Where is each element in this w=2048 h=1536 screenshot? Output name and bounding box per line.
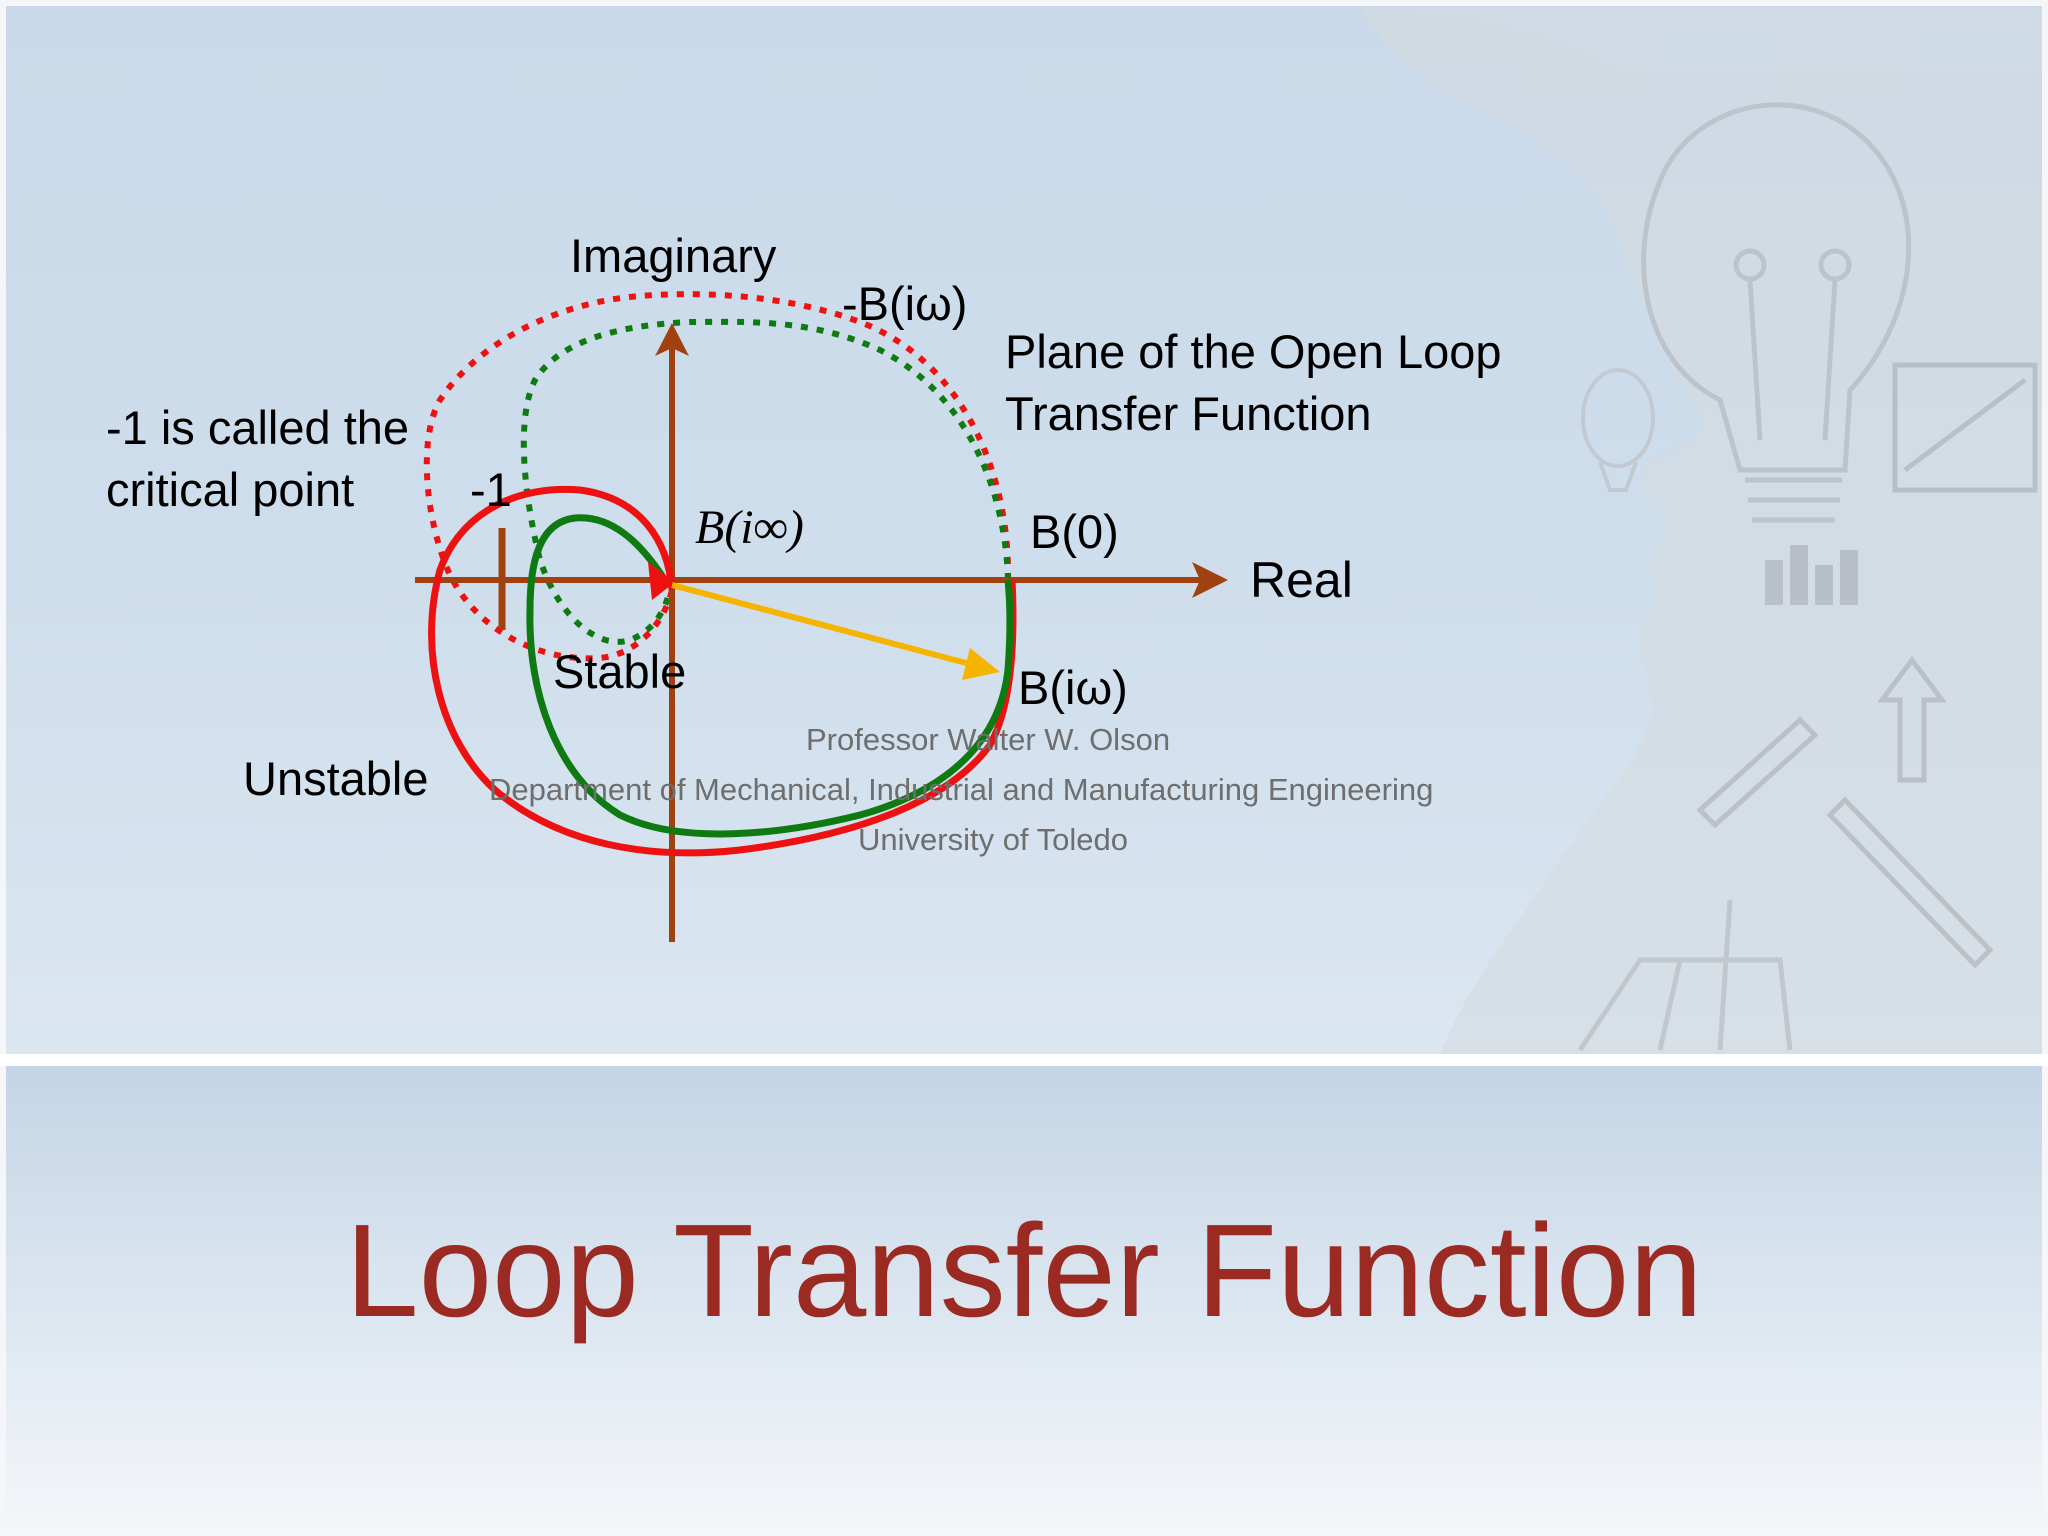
credit-department: Department of Mechanical, Industrial and… [489,772,1434,807]
notepad-icon [1892,362,2038,493]
unstable-label: Unstable [243,752,429,805]
imaginary-axis-arrowhead [655,323,689,356]
minus-one-label: -1 [470,463,512,516]
stable-mirror-curve [520,318,1011,645]
critical-note-line2: critical point [106,463,355,516]
real-axis-label: Real [1250,552,1353,608]
real-axis-arrowhead [1192,562,1228,598]
title-panel [6,1066,2042,1530]
sketch-frame-icon [1577,899,1793,1052]
light-bulb-icon [1641,102,1912,523]
arrow-up-icon [1877,655,1947,783]
b-omega-vector-arrowhead [962,648,1000,680]
imaginary-axis-label: Imaginary [570,229,777,282]
unstable-curve [428,485,1017,857]
plane-label-line1: Plane of the Open Loop [1005,325,1502,378]
b-omega-vector [671,582,986,671]
credit-professor: Professor Walter W. Olson [806,722,1171,757]
head-silhouette [1360,8,2042,1054]
hot-air-balloon-icon [1581,368,1655,492]
head-silhouette-inner [1355,8,2042,70]
b-omega-label: B(iω) [1018,661,1128,714]
stable-curve [526,514,1014,838]
neg-b-omega-label: -B(iω) [842,277,968,330]
bar-chart-icon [1765,545,1858,605]
credit-university: University of Toledo [858,822,1128,857]
pencil-icon [1696,716,1994,969]
critical-note-line1: -1 is called the [106,401,410,454]
slide-title: Loop Transfer Function [345,1197,1703,1344]
unstable-mirror-curve [423,291,1012,662]
b-infinity-arrowhead [648,562,675,600]
b-zero-label: B(0) [1030,505,1119,558]
b-infinity-label: B(i∞) [695,501,804,554]
plane-label-line2: Transfer Function [1005,387,1372,440]
panel-divider [0,1054,2048,1066]
stable-label: Stable [553,645,687,698]
